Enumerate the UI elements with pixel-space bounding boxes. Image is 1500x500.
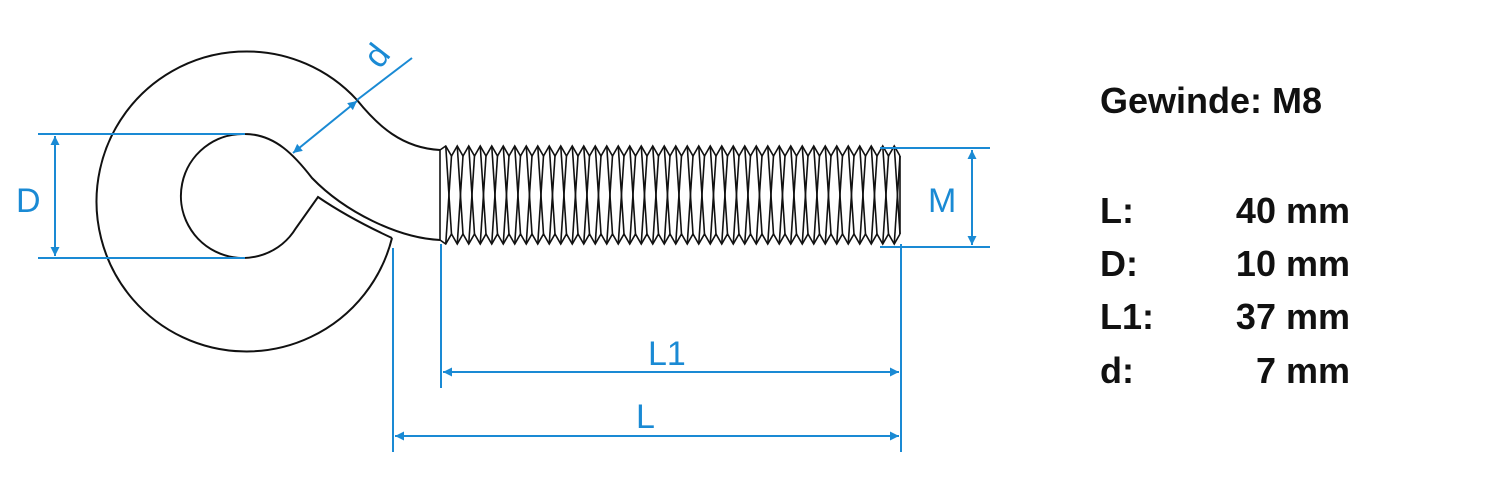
thread-root-line [778,155,786,245]
thread-root-line [801,155,809,245]
thread-spec: Gewinde: M8 [1100,80,1323,121]
thread-root-line [513,155,522,245]
thread-root-line [847,155,855,245]
thread-root-line [479,155,487,245]
d-arrow [292,100,358,154]
thread-root-line [858,155,867,245]
thread-root-line [766,155,775,245]
thread-root-line [674,155,683,245]
label-L: L [636,398,655,436]
thread [439,144,901,246]
hook-outer-edge [95,50,441,353]
thread-root-line [525,155,533,245]
thread-root-line [628,155,637,245]
spec-label: L1: [1100,296,1154,337]
spec-row-D: D: 10 mm [1100,243,1350,285]
thread-root-line [456,155,464,245]
spec-value: 37 mm [1235,296,1350,337]
thread-root-line [824,155,832,245]
thread-root-line [594,155,602,245]
spec-label: d: [1100,350,1134,391]
thread-root-line [444,155,453,245]
thread-root-line [755,155,763,245]
spec-row-L: L: 40 mm [1100,190,1350,232]
spec-label: L: [1100,190,1134,231]
d-ext [356,57,413,101]
spec-row-d: d: 7 mm [1100,350,1350,392]
thread-root-line [548,155,556,245]
thread-root-line [870,155,878,245]
label-M: M [928,182,956,220]
spec-row-L1: L1: 37 mm [1100,296,1350,338]
thread-root-line [686,155,694,245]
thread-top-edge [439,144,901,158]
thread-root-line [881,155,890,245]
label-d: d [356,37,398,75]
thread-root-line [720,155,729,245]
thread-root-line [812,155,821,245]
thread-root-line [559,155,568,245]
hook-outline [95,50,441,353]
label-L1: L1 [648,335,686,373]
thread-root-line [467,155,476,245]
spec-label: D: [1100,243,1138,284]
thread-root-line [732,155,740,245]
thread-root-line [582,155,591,245]
thread-bottom-edge [439,232,901,246]
thread-root-line [536,155,545,245]
dimension-lines [38,57,990,452]
thread-root-line [663,155,671,245]
thread-root-line [502,155,510,245]
thread-root-line [490,155,499,245]
thread-root-line [893,155,901,245]
label-D: D [16,182,41,220]
spec-value: 7 mm [1255,350,1350,391]
thread-root-line [571,155,579,245]
thread-root-line [835,155,844,245]
thread-root-line [743,155,752,245]
thread-root-line [617,155,625,245]
spec-value: 10 mm [1235,243,1350,284]
thread-root-line [789,155,798,245]
thread-root-line [640,155,648,245]
hook-inner-edge [179,132,441,259]
thread-root-line [605,155,614,245]
thread-root-line [651,155,660,245]
thread-root-line [697,155,706,245]
thread-root-line [709,155,717,245]
spec-value: 40 mm [1235,190,1350,231]
